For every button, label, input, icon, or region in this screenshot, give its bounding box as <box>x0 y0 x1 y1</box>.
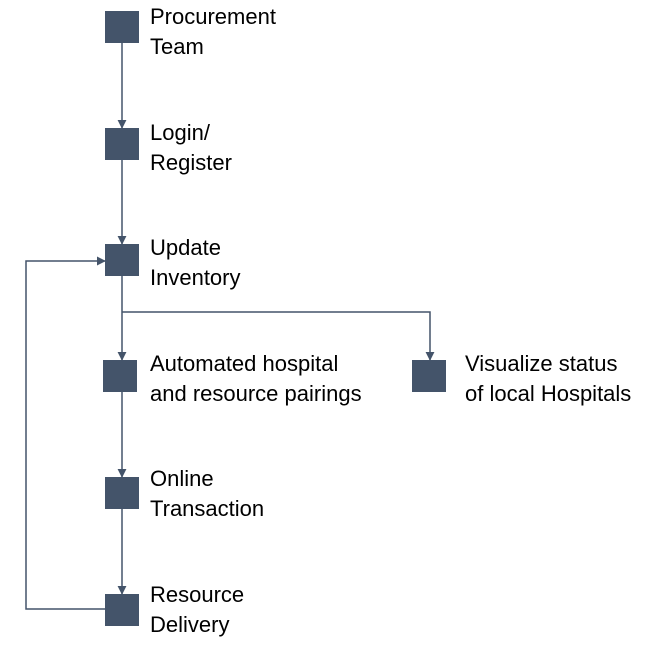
node-box-login-register <box>105 128 139 160</box>
node-label-procurement-team: Procurement Team <box>150 4 276 59</box>
node-box-procurement-team <box>105 11 139 43</box>
node-box-update-inventory <box>105 244 139 276</box>
node-box-automated-pairings <box>103 360 137 392</box>
node-label-online-transaction: Online Transaction <box>150 466 265 521</box>
node-box-online-transaction <box>105 477 139 509</box>
node-label-resource-delivery: Resource Delivery <box>150 582 245 637</box>
node-box-visualize-status <box>412 360 446 392</box>
connector-resource-delivery-to-update-inventory <box>25 256 106 610</box>
connector-update-inventory-to-visualize-status <box>122 311 435 361</box>
node-label-login-register: Login/ Register <box>150 120 232 175</box>
node-label-visualize-status: Visualize status of local Hospitals <box>465 351 632 406</box>
node-label-update-inventory: Update Inventory <box>150 235 241 290</box>
node-label-automated-pairings: Automated hospital and resource pairings <box>150 351 362 406</box>
node-box-resource-delivery <box>105 594 139 626</box>
